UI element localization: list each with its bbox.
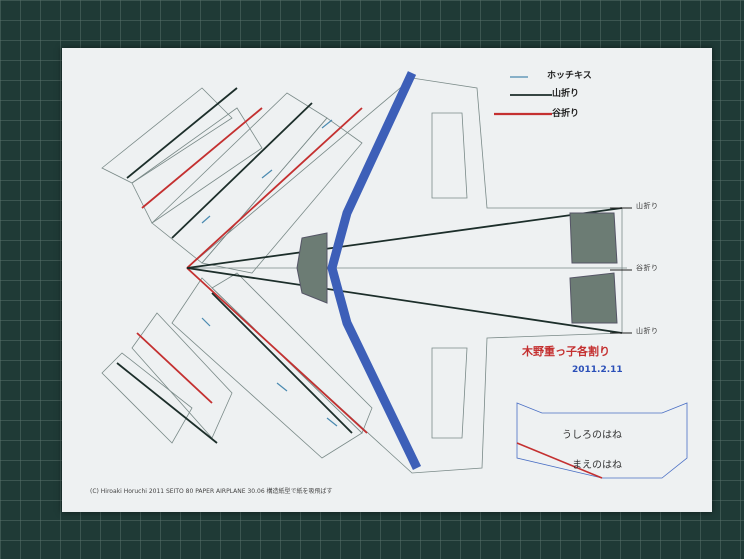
tail-outline [516,402,688,479]
upper-strip-4 [201,117,363,274]
fold-red-1 [141,107,263,209]
fold-dark-5 [186,207,623,269]
upper-strip-2 [131,107,263,224]
design-date: 2011.2.11 [572,365,623,375]
upper-strip-1 [101,87,233,184]
staple-mark-6 [326,417,338,427]
staple-mark-5 [276,382,288,392]
blue-fold-band [327,71,422,470]
lower-strip-1 [101,352,193,444]
staple-mark-4 [201,317,211,327]
fold-dark-4 [211,292,353,434]
fold-mark-middle: 谷折り [636,264,659,272]
fold-red-2 [186,107,363,269]
fold-mark-bottom: 山折り [636,327,659,335]
tail-red-line [516,442,603,479]
front-wing-label: まえのはね [572,460,622,471]
fold-dark-2 [171,102,313,239]
fold-dark-1 [126,87,238,179]
footer-credit: (C) Hiroaki Horuchi 2011 SEITO 80 PAPER … [90,488,333,495]
fin-panel-bottom [431,347,468,439]
legend-staple-label: ホッチキス [547,71,592,81]
lower-strip-3 [171,277,363,459]
rear-wing-label: うしろのはね [562,430,622,441]
paper-airplane-template: ホッチキス 山折り 谷折り 山折り 谷折り 山折り 木野重っ子各割り 2011.… [62,48,712,512]
fold-dark-3 [116,362,218,444]
template-drawing [101,71,688,479]
fold-red-3 [136,332,213,404]
fold-red-4 [186,267,368,434]
engine-panel-bottom [569,272,618,324]
lower-strip-2 [131,312,233,439]
cockpit-panel [296,232,328,304]
staple-mark-3 [201,215,211,224]
legend-mountain-label: 谷折り [552,109,580,119]
design-caption: 木野重っ子各割り [522,345,610,358]
fold-dark-6 [186,267,623,334]
engine-panel-top [569,212,618,264]
legend-valley-label: 山折り [552,89,580,99]
fuselage-outline [186,77,623,474]
staple-mark-1 [321,119,333,129]
fin-panel-top [431,112,468,199]
lower-strip-4 [211,272,373,434]
fold-mark-top: 山折り [636,202,659,210]
staple-mark-2 [261,169,273,179]
